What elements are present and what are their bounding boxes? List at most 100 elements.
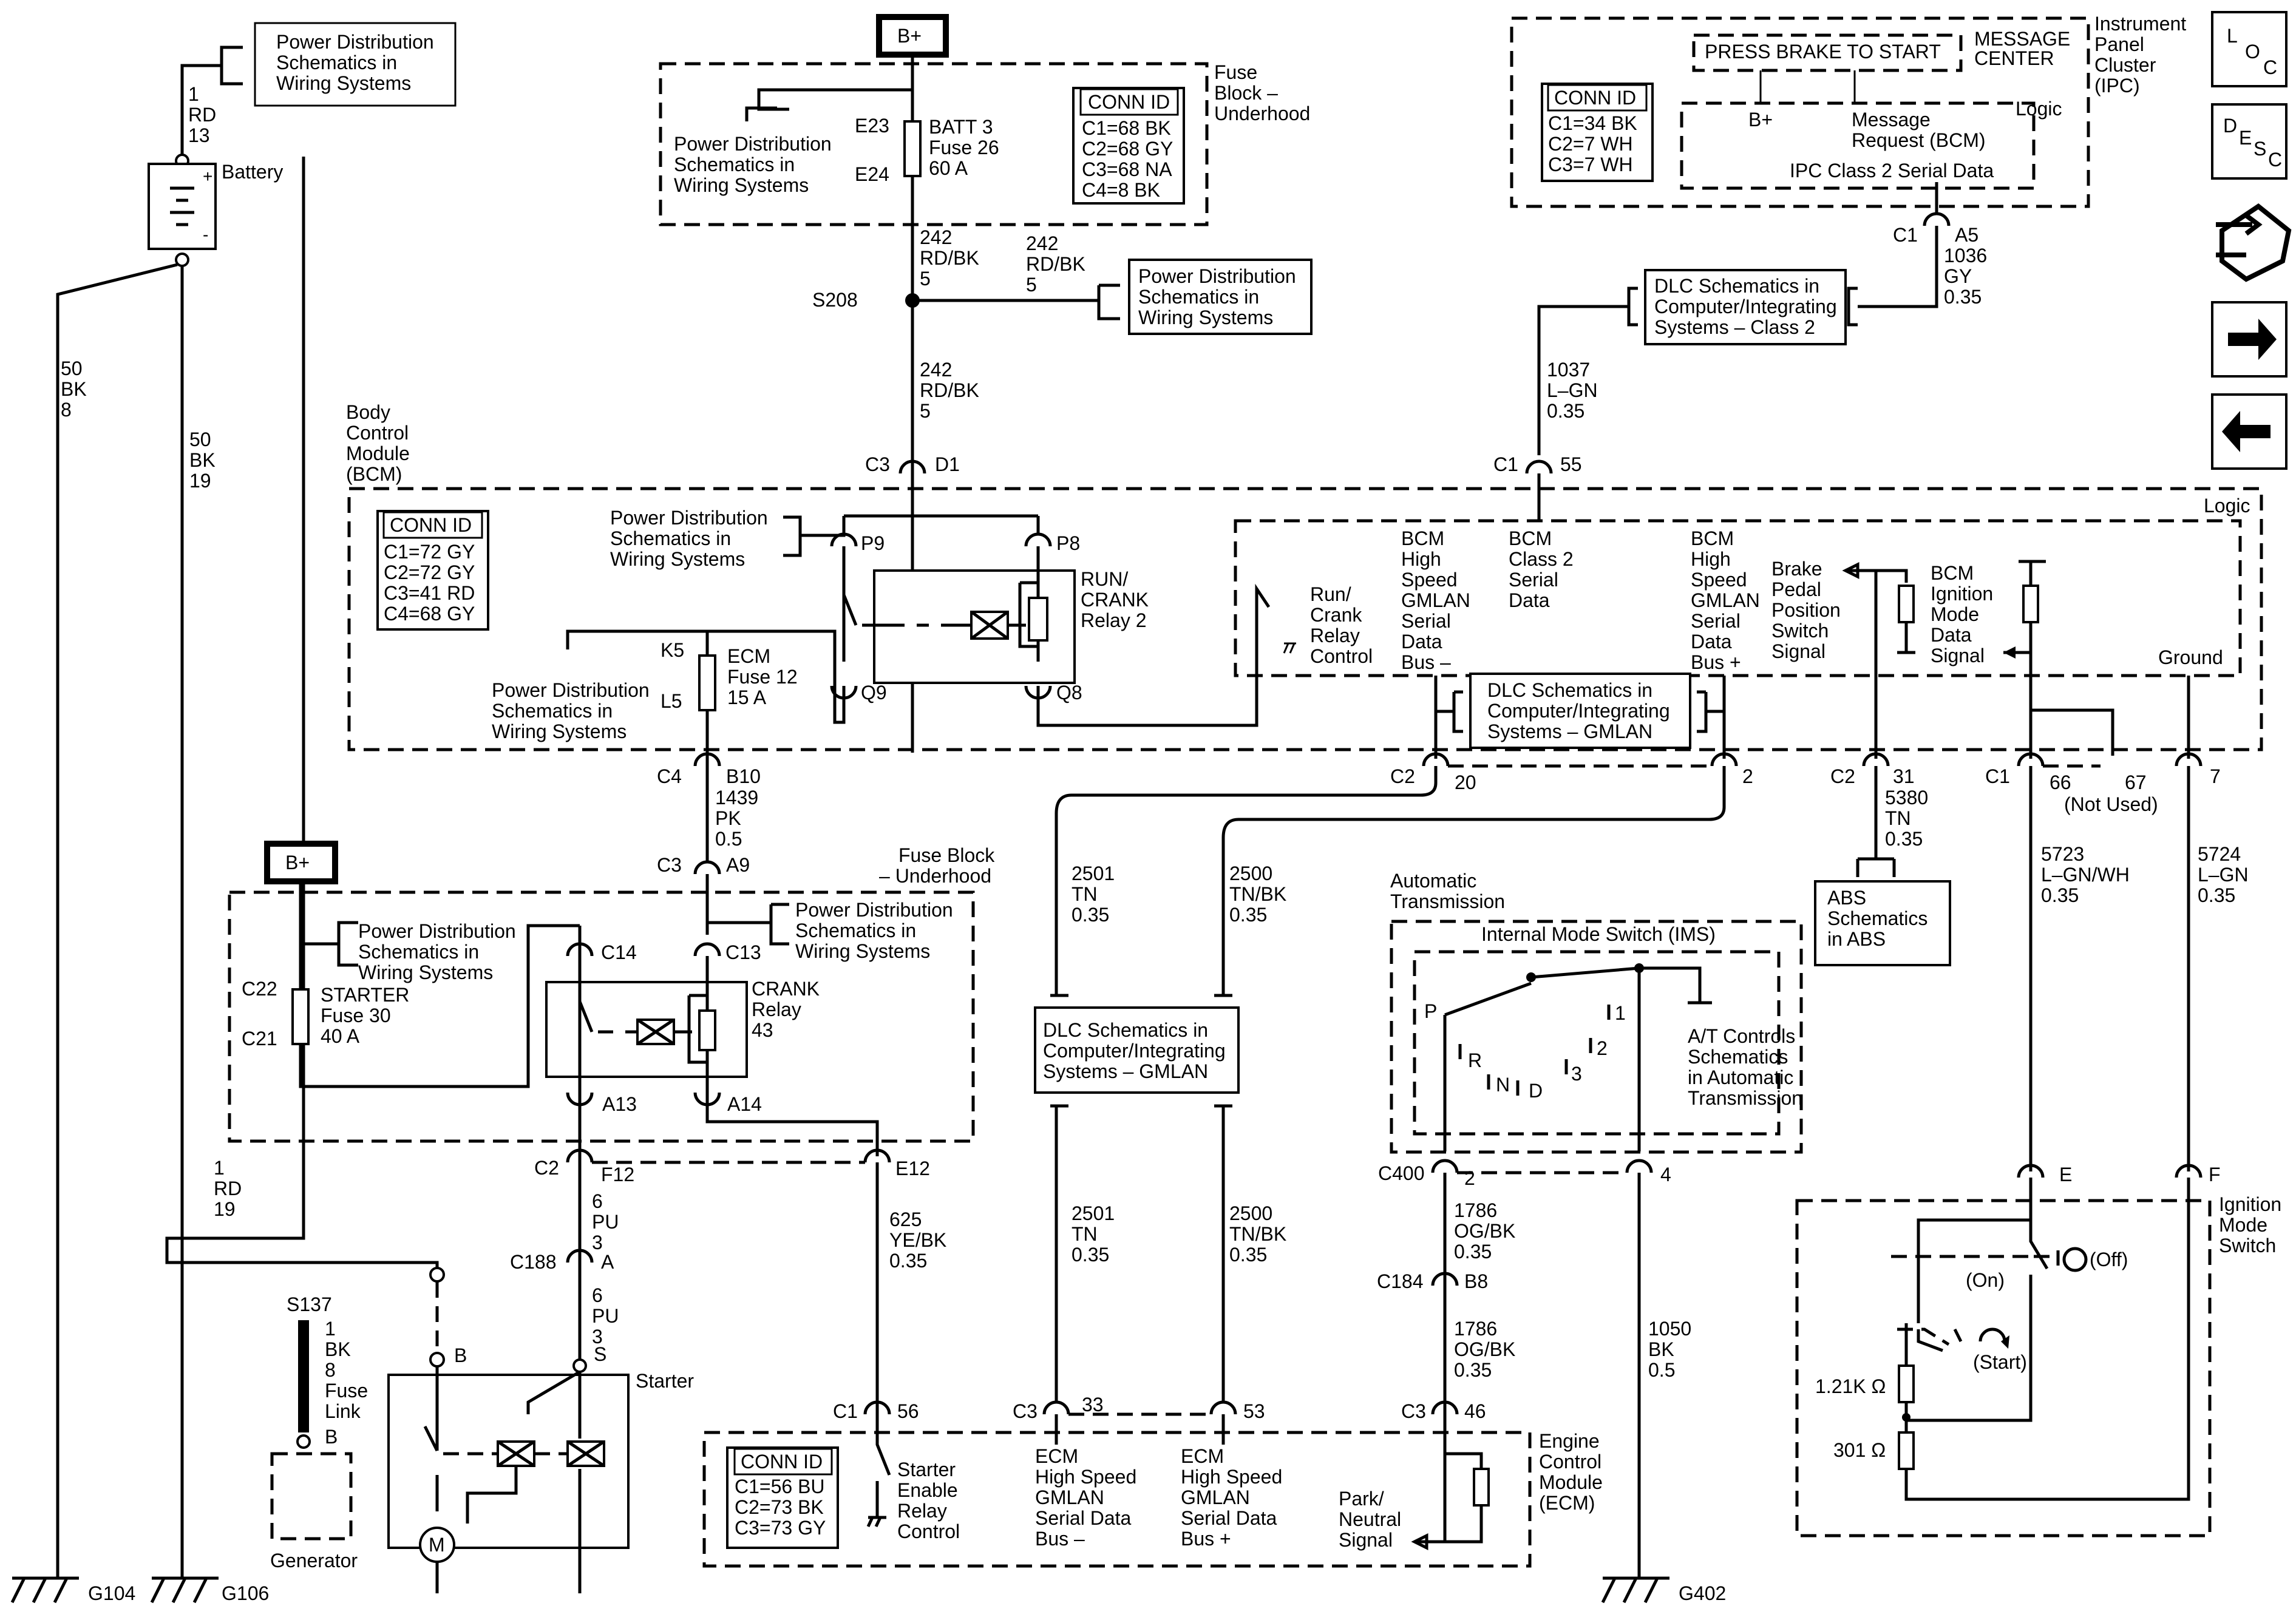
generator-box (270, 1452, 353, 1541)
svg-text:Q9: Q9 (861, 682, 887, 703)
svg-text:66: 66 (2050, 771, 2071, 793)
svg-text:33: 33 (1082, 1394, 1104, 1415)
previous-arrow-button[interactable] (2211, 393, 2288, 470)
svg-text:C22: C22 (242, 978, 277, 1000)
fuse-block-bottom: C3 A9 Fuse Block– Underhood B+ C22 C21 S… (228, 841, 995, 1185)
loc-button[interactable]: L O C (2211, 11, 2288, 87)
svg-text:S: S (594, 1343, 606, 1365)
svg-text:31: 31 (1893, 765, 1915, 787)
svg-text:(Start): (Start) (1973, 1351, 2027, 1373)
ecm-conn-id (726, 1446, 839, 1549)
svg-text:B: B (454, 1344, 467, 1366)
fuse-starter (291, 988, 310, 1045)
svg-text:B8: B8 (1464, 1270, 1488, 1292)
ecm-outline (702, 1431, 1532, 1568)
svg-text:C3: C3 (1013, 1400, 1038, 1422)
arrow-left-icon (2222, 411, 2271, 452)
svg-text:(On): (On) (1966, 1269, 2005, 1291)
svg-text:Starter: Starter (636, 1370, 694, 1392)
svg-text:301 Ω: 301 Ω (1833, 1439, 1886, 1461)
svg-text:1: 1 (1615, 1002, 1626, 1024)
loc-o: O (2245, 41, 2260, 63)
ims-label: Internal Mode Switch (IMS) (1481, 923, 1716, 945)
svg-text:CONN ID: CONN ID (390, 514, 472, 536)
arrow-right-icon (2228, 319, 2277, 360)
svg-text:S208: S208 (812, 289, 858, 311)
svg-text:C21: C21 (242, 1028, 277, 1049)
fuse-ecm (698, 654, 716, 711)
next-arrow-button[interactable] (2211, 301, 2288, 378)
svg-text:C1: C1 (833, 1400, 858, 1422)
svg-text:Fuse Block– Underhood: Fuse Block– Underhood (879, 844, 995, 887)
svg-text:N: N (1496, 1074, 1510, 1096)
svg-text:56: 56 (897, 1400, 919, 1422)
svg-text:+: + (203, 167, 212, 186)
svg-text:P9: P9 (861, 532, 885, 554)
svg-text:E24: E24 (855, 163, 889, 185)
ground-g106: G106 (150, 1576, 269, 1604)
desc-button[interactable]: D E S C (2211, 103, 2288, 180)
svg-text:Generator: Generator (270, 1550, 358, 1571)
battery-neg-terminal (175, 253, 189, 267)
svg-text:A14: A14 (727, 1093, 762, 1115)
press-brake-message: PRESS BRAKE TO START (1705, 41, 1941, 63)
svg-text:C1: C1 (1493, 453, 1518, 475)
svg-text:53: 53 (1243, 1400, 1265, 1422)
svg-text:Logic: Logic (2016, 98, 2062, 120)
svg-text:P8: P8 (1056, 532, 1080, 554)
svg-text:A5: A5 (1955, 224, 1978, 246)
svg-text:Logic: Logic (2204, 495, 2250, 517)
ground-g104: G104 (10, 1576, 135, 1604)
abs-ref-box (1814, 880, 1951, 966)
ipc-conn-id (1541, 83, 1654, 182)
connector-view-icon[interactable] (2216, 203, 2292, 282)
fuse-block-top-outline (659, 62, 1209, 226)
svg-text:C400: C400 (1378, 1162, 1425, 1184)
svg-text:C4: C4 (657, 765, 682, 787)
ipc-outline (1510, 16, 2090, 208)
svg-text:(Off): (Off) (2090, 1249, 2128, 1270)
svg-text:P: P (1424, 1000, 1437, 1022)
svg-text:R: R (1468, 1049, 1482, 1071)
svg-text:G402: G402 (1679, 1582, 1726, 1604)
bcm-conn-id (376, 510, 489, 631)
svg-text:C184: C184 (1377, 1270, 1424, 1292)
svg-text:F12: F12 (601, 1164, 634, 1185)
